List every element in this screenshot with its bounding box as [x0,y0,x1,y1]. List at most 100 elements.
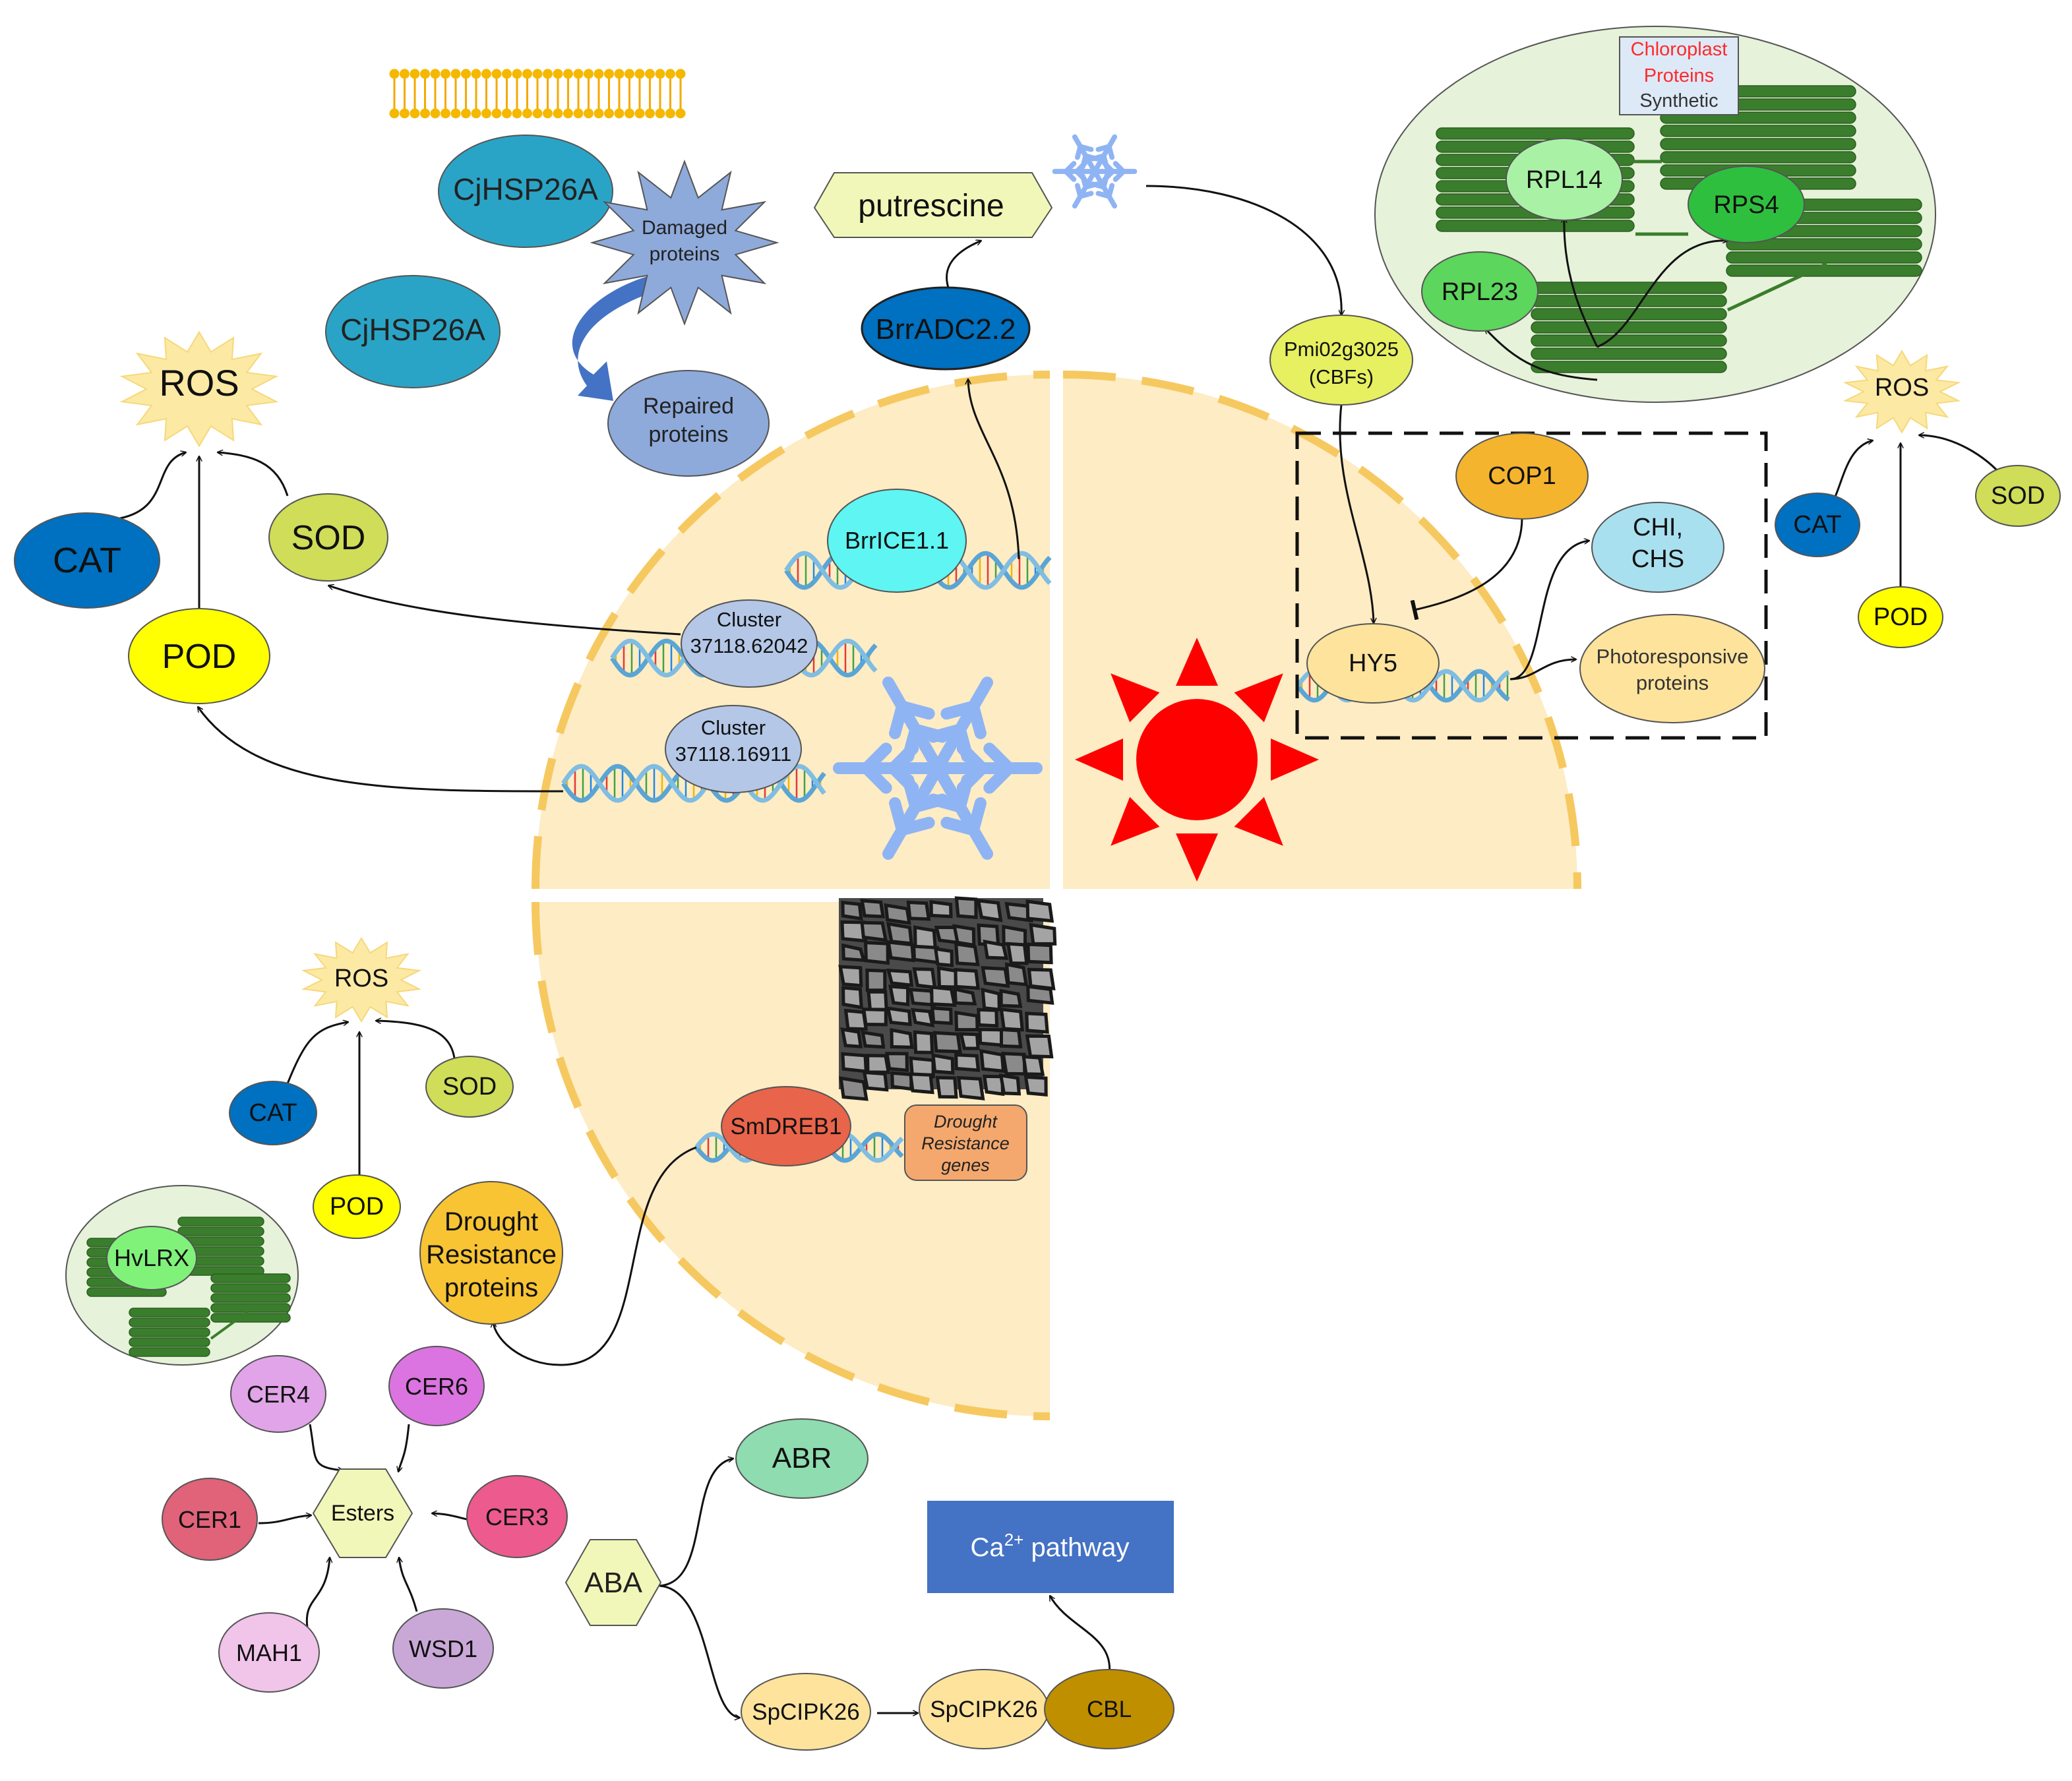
svg-text:ABR: ABR [772,1442,832,1474]
svg-text:Cluster: Cluster [701,716,766,739]
svg-text:CBL: CBL [1087,1697,1132,1722]
cer6-node: CER6 [388,1346,485,1426]
brrice1-node: BrrICE1.1 [827,489,967,593]
svg-text:SmDREB1: SmDREB1 [730,1114,841,1139]
brradc2-node: BrrADC2.2 [861,286,1031,371]
svg-text:CER3: CER3 [485,1503,549,1530]
cer1-node: CER1 [162,1478,258,1561]
svg-text:HY5: HY5 [1349,649,1397,677]
svg-text:(CBFs): (CBFs) [1309,365,1374,388]
pmi02g3025-node: Pmi02g3025 (CBFs) [1269,315,1413,406]
svg-text:Cluster: Cluster [717,608,781,631]
svg-text:Ca2+ pathway: Ca2+ pathway [971,1530,1130,1562]
snowflake-icon [833,677,1043,860]
ros-burst-right: ROS [1843,349,1961,434]
sun-icon [1075,638,1319,882]
svg-text:CjHSP26A: CjHSP26A [340,313,485,347]
lipid-bilayer-icon [389,69,686,119]
cer4-node: CER4 [230,1355,326,1433]
svg-text:CHI,: CHI, [1633,514,1683,541]
svg-text:Drought: Drought [444,1207,538,1236]
esters-node: Esters [312,1468,413,1558]
abr-node: ABR [735,1418,868,1499]
photoresponsive-node: Photoresponsive proteins [1579,614,1765,723]
svg-text:ABA: ABA [584,1567,643,1599]
svg-text:37118.16911: 37118.16911 [675,742,791,766]
pod-node-left: POD [128,608,270,704]
connectors [119,185,2006,1718]
svg-text:ROS: ROS [334,965,388,992]
svg-text:WSD1: WSD1 [409,1635,477,1662]
svg-text:proteins: proteins [649,422,729,447]
chloroplast-label-2: Proteins [1644,65,1714,86]
svg-text:SpCIPK26: SpCIPK26 [930,1697,1037,1722]
spcipk26-node-2: SpCIPK26 [919,1669,1049,1749]
pod-node-right: POD [1858,586,1943,648]
chloroplast: Chloroplast Proteins Synthetic [1374,26,1936,403]
cluster-62042-node: Cluster 37118.62042 [681,599,818,688]
drought-resistance-proteins-node: Drought Resistance proteins [419,1181,563,1325]
cluster-16911-node: Cluster 37118.16911 [665,705,802,793]
svg-text:37118.62042: 37118.62042 [690,634,808,657]
repaired-proteins-node: Repaired proteins [607,370,770,477]
svg-text:CjHSP26A: CjHSP26A [453,172,598,206]
svg-text:Repaired: Repaired [643,394,734,419]
wsd1-node: WSD1 [392,1608,494,1689]
svg-text:RPL14: RPL14 [1526,166,1602,194]
drought-resistance-genes-box: Drought Resistance genes [904,1104,1027,1181]
cjhsp26a-node-2: CjHSP26A [325,275,501,388]
svg-text:proteins: proteins [650,243,720,265]
svg-text:BrrADC2.2: BrrADC2.2 [876,313,1016,346]
smdreb1-node: SmDREB1 [721,1086,851,1166]
cop1-node: COP1 [1455,433,1589,520]
snowflake-icon [1052,134,1138,209]
svg-text:POD: POD [330,1193,384,1221]
svg-text:proteins: proteins [1636,671,1709,694]
chloroplast-label-3: Synthetic [1639,90,1718,111]
rpl23-node: RPL23 [1421,251,1539,332]
damaged-proteins-node: Damaged proteins [590,159,779,326]
cjhsp26a-node: CjHSP26A [438,135,613,248]
svg-text:SOD: SOD [291,519,366,557]
svg-text:putrescine: putrescine [858,189,1004,224]
pod-node-drought: POD [313,1174,401,1239]
chloroplast-label-1: Chloroplast [1631,39,1728,60]
svg-text:CAT: CAT [1793,511,1841,539]
sod-node-left: SOD [268,493,388,582]
svg-text:SOD: SOD [1991,482,2045,510]
svg-text:SpCIPK26: SpCIPK26 [752,1699,859,1725]
rpl14-node: RPL14 [1506,138,1623,221]
svg-text:Pmi02g3025: Pmi02g3025 [1284,338,1399,361]
svg-text:MAH1: MAH1 [236,1639,302,1666]
hvlrx-node: HvLRX [106,1226,197,1290]
ros-burst-drought: ROS [301,937,422,1023]
rps4-node: RPS4 [1688,166,1805,243]
svg-text:RPS4: RPS4 [1713,191,1779,219]
cracked-soil-icon [838,896,1057,1101]
svg-text:CER1: CER1 [178,1506,241,1533]
svg-text:HvLRX: HvLRX [114,1244,189,1271]
svg-text:Damaged: Damaged [642,217,727,239]
hy5-node: HY5 [1306,623,1440,704]
svg-text:SOD: SOD [442,1073,497,1101]
putrescine-node: putrescine [813,172,1053,238]
svg-text:CER4: CER4 [247,1381,310,1408]
svg-text:Resistance: Resistance [921,1133,1010,1153]
mah1-node: MAH1 [218,1612,320,1693]
svg-text:genes: genes [941,1155,990,1175]
svg-text:Drought: Drought [934,1112,998,1132]
svg-text:ROS: ROS [159,362,239,404]
chi-chs-node: CHI, CHS [1591,502,1724,593]
svg-text:ROS: ROS [1875,374,1929,402]
cer3-node: CER3 [466,1475,568,1558]
svg-text:BrrICE1.1: BrrICE1.1 [845,527,949,554]
cat-node-drought: CAT [229,1081,317,1145]
svg-text:RPL23: RPL23 [1442,278,1518,306]
svg-text:POD: POD [1874,603,1928,631]
svg-text:proteins: proteins [444,1273,538,1302]
spcipk26-node-1: SpCIPK26 [741,1673,871,1751]
calcium-pathway-box: Ca2+ pathway [927,1501,1174,1593]
cat-node-right: CAT [1775,493,1860,557]
cbl-node: CBL [1044,1669,1174,1749]
